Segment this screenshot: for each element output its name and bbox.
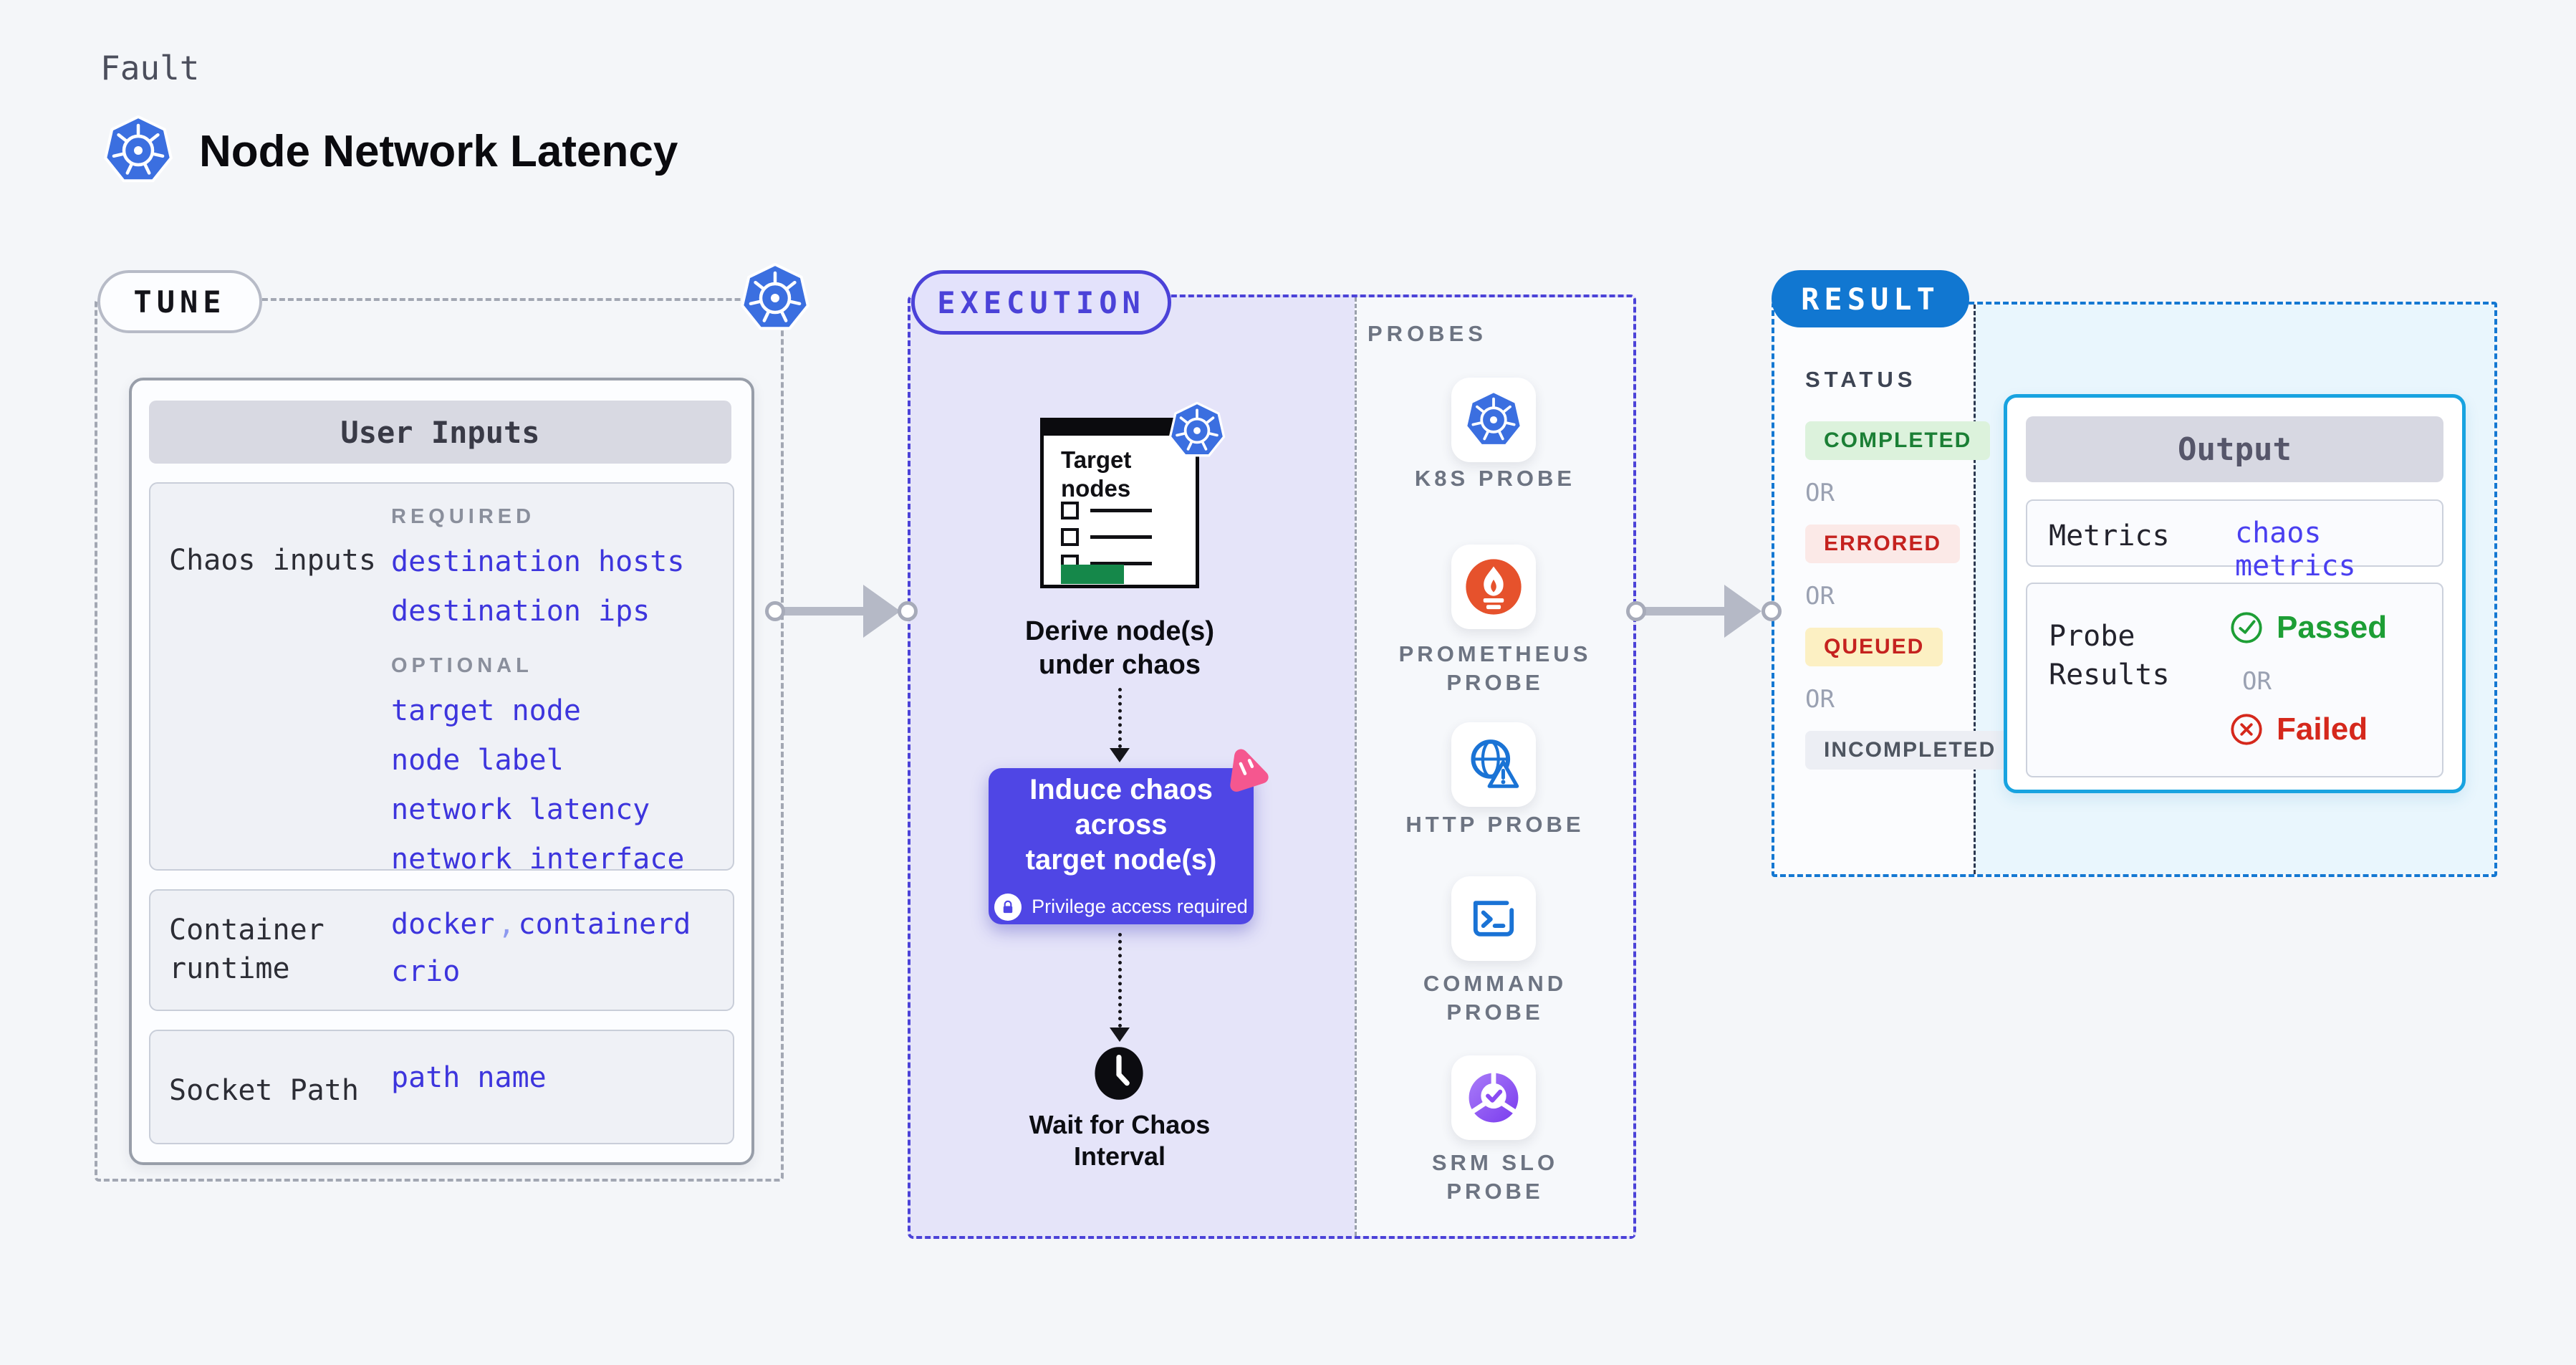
chaos-input-item: destination ips [391,595,650,628]
connector-dot [898,601,918,621]
x-circle-icon [2229,712,2264,747]
probe-card [1451,1055,1536,1140]
chaos-inputs-label: Chaos inputs [169,544,376,577]
page-title: Node Network Latency [199,127,678,176]
status-badge: QUEUED [1805,628,1943,666]
runtime-value: docker [391,908,495,941]
output-header: Output [2026,416,2443,482]
connector-dot [765,601,785,621]
litmus-chaos-icon [1218,741,1272,795]
status-badge: COMPLETED [1805,421,1991,460]
execution-pill: EXECUTION [911,270,1171,335]
chaos-input-item: target node [391,694,581,727]
prometheus-icon [1464,557,1524,617]
probe-card [1451,378,1536,462]
http-globe-warning-icon [1464,734,1524,795]
k8s-icon [102,115,174,186]
runtime-value: crio [391,955,461,988]
runtime-value: containerd [518,908,691,941]
connector-dot [1626,601,1646,621]
probe-label: HTTP PROBE [1405,812,1585,837]
target-nodes-icon: Target nodes [1040,418,1199,588]
probe-results-label: Probe Results [2049,620,2170,691]
or-label: OR [2242,667,2272,696]
probe-label: COMMAND PROBE [1423,971,1567,1025]
or-label: OR [1805,685,1835,714]
user-inputs-header: User Inputs [149,401,731,464]
tune-pill: TUNE [97,270,262,333]
output-card: Output Metrics chaos metrics Probe Resul… [2004,394,2466,793]
probes-heading: PROBES [1368,321,1487,346]
chaos-input-item: node label [391,744,564,777]
socket-path-section: Socket Path path name [149,1030,734,1144]
k8s-icon [739,262,811,334]
chaos-input-item: network latency [391,793,650,826]
status-badge: INCOMPLETED [1805,731,2015,770]
clock-icon [1090,1045,1148,1102]
target-nodes-label: Target nodes [1061,446,1132,502]
dotted-connector [1118,933,1122,1028]
derive-nodes-label: Derive node(s) under chaos [1025,616,1214,680]
probe-card [1451,876,1536,961]
checkbox-row [1061,528,1152,546]
user-inputs-card: User Inputs Chaos inputs REQUIRED destin… [129,378,754,1165]
k8s-icon [1464,390,1524,450]
srm-slo-icon [1464,1068,1524,1128]
chaos-inputs-section: Chaos inputs REQUIRED destination hosts … [149,482,734,876]
failed-label: Failed [2277,712,2368,747]
probe-label: PROMETHEUS PROBE [1398,641,1592,695]
arrow-execution-to-result [1636,607,1728,616]
probe-card [1451,545,1536,629]
induce-chaos-label: Induce chaos across target node(s) [1025,773,1217,876]
checkbox-row [1061,502,1152,519]
arrow-tune-to-execution [775,607,867,616]
check-circle-icon [2229,610,2264,645]
optional-heading: OPTIONAL [391,654,533,677]
failed-row: Failed [2229,712,2368,747]
required-heading: REQUIRED [391,505,536,528]
metrics-row: Metrics chaos metrics [2026,499,2443,583]
arrowhead-icon [1110,1028,1130,1042]
chaos-input-item: destination hosts [391,545,685,578]
status-heading: STATUS [1805,367,1917,392]
runtime-separator: , [497,908,516,941]
tune-panel [95,298,784,1182]
socket-path-label: Socket Path [169,1074,359,1107]
metrics-label: Metrics [2049,519,2170,552]
command-terminal-icon [1464,889,1524,949]
container-runtime-section: Container runtime docker , containerd cr… [149,889,734,1011]
chaos-input-item: network interface [391,843,685,876]
socket-path-value: path name [391,1061,547,1094]
status-output-separator [1974,305,1976,874]
k8s-icon [1168,401,1226,460]
doc-titlebar [1044,421,1196,436]
or-label: OR [1805,479,1835,507]
probe-label: K8S PROBE [1414,466,1576,491]
lock-icon [994,893,1022,921]
passed-row: Passed [2229,610,2387,646]
fault-eyebrow: Fault [100,49,200,87]
arrowhead-icon [1110,748,1130,762]
or-label: OR [1805,582,1835,610]
probe-card [1451,722,1536,807]
wait-interval-label: Wait for Chaos Interval [1029,1110,1211,1171]
arrowhead-icon [1724,585,1762,638]
probe-label: SRM SLO PROBE [1431,1150,1559,1204]
privilege-row: Privilege access required [994,893,1248,921]
privilege-label: Privilege access required [1032,896,1248,917]
green-bar [1061,565,1124,584]
connector-dot [1762,601,1782,621]
arrowhead-icon [863,585,900,638]
dotted-connector [1118,688,1122,748]
metrics-value: chaos metrics [2235,517,2356,583]
passed-label: Passed [2277,610,2388,645]
container-runtime-label: Container runtime [169,914,325,985]
result-pill: RESULT [1772,270,1969,327]
status-badge: ERRORED [1805,525,1961,563]
probe-results-row: Probe Results Passed OR Failed [2026,583,2443,777]
induce-chaos-box: Induce chaos across target node(s) Privi… [989,768,1254,924]
